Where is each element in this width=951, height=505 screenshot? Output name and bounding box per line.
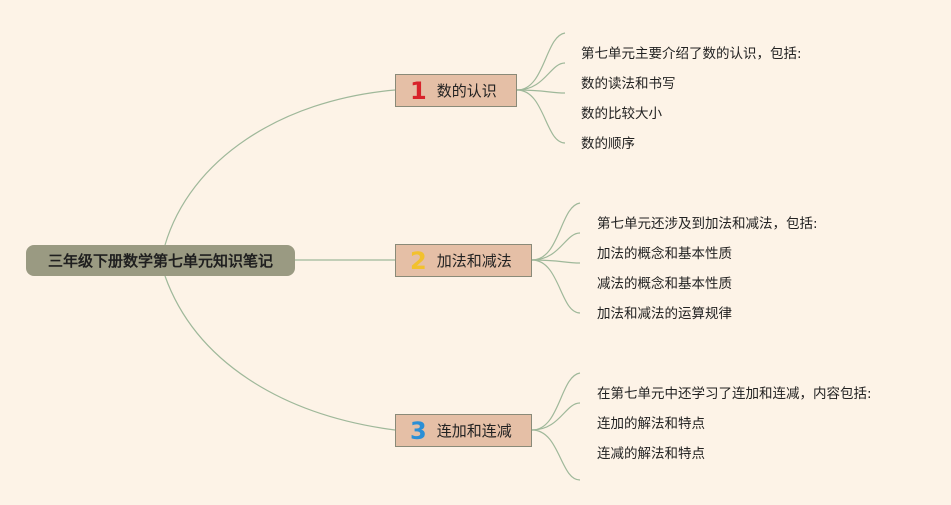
leaf-item: 减法的概念和基本性质 bbox=[597, 276, 732, 292]
leaf-item: 连加的解法和特点 bbox=[597, 416, 705, 432]
branch-node-3: 3 连加和连减 bbox=[395, 414, 532, 447]
branch-node-1: 1 数的认识 bbox=[395, 74, 517, 107]
leaf-item: 数的顺序 bbox=[581, 136, 635, 152]
root-node: 三年级下册数学第七单元知识笔记 bbox=[26, 245, 295, 276]
branch-number-3: 3 bbox=[410, 416, 427, 445]
branch-label-3: 连加和连减 bbox=[436, 422, 512, 440]
leaf-item: 第七单元主要介绍了数的认识，包括: bbox=[581, 46, 802, 62]
branch-number-1: 1 bbox=[410, 76, 427, 105]
leaf-item: 数的读法和书写 bbox=[581, 76, 676, 92]
leaf-item: 连减的解法和特点 bbox=[597, 446, 705, 462]
branch-label-2: 加法和减法 bbox=[436, 252, 512, 270]
root-title: 三年级下册数学第七单元知识笔记 bbox=[47, 252, 273, 270]
branch-number-2: 2 bbox=[410, 246, 427, 275]
branch-node-2: 2 加法和减法 bbox=[395, 244, 532, 277]
leaf-item: 数的比较大小 bbox=[581, 106, 662, 122]
leaf-item: 加法的概念和基本性质 bbox=[597, 246, 732, 262]
leaf-item: 加法和减法的运算规律 bbox=[597, 306, 732, 322]
branch-label-1: 数的认识 bbox=[436, 82, 497, 100]
leaf-item: 在第七单元中还学习了连加和连减，内容包括: bbox=[597, 386, 872, 402]
leaf-item: 第七单元还涉及到加法和减法，包括: bbox=[597, 216, 818, 232]
